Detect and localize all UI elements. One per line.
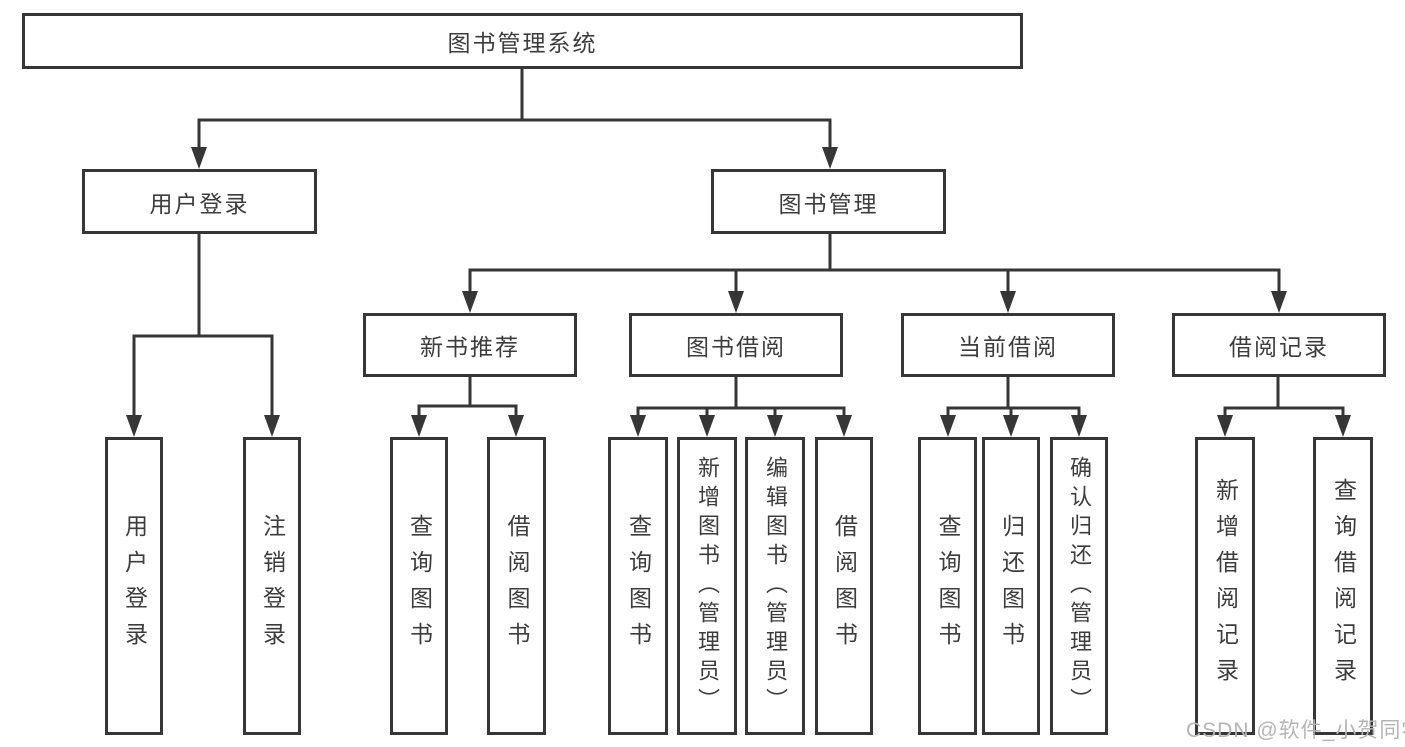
leaf-logout-label: 注销登录 bbox=[259, 514, 286, 658]
leaf-current-query-books-label: 查询图书 bbox=[935, 514, 961, 658]
leaf-newrec-query-books-label: 查询图书 bbox=[406, 514, 433, 658]
leaf-newrec-query-books: 查询图书 bbox=[390, 437, 448, 735]
node-book-borrow: 图书借阅 bbox=[629, 313, 843, 377]
leaf-borrow-add-books-admin: 新增图书（管理员） bbox=[677, 437, 737, 735]
leaf-logout: 注销登录 bbox=[243, 437, 301, 735]
leaf-records-add-record-label: 新增借阅记录 bbox=[1212, 478, 1239, 694]
leaf-current-return-books-label: 归还图书 bbox=[998, 514, 1025, 658]
csdn-watermark: CSDN @软件_小贺同学 bbox=[1186, 719, 1405, 742]
node-book-mgmt-branch-label: 图书管理 bbox=[778, 190, 879, 217]
leaf-borrow-edit-books-admin: 编辑图书（管理员） bbox=[745, 437, 805, 735]
node-root: 图书管理系统 bbox=[22, 13, 1023, 69]
leaf-current-return-books: 归还图书 bbox=[982, 437, 1040, 735]
node-user-login-branch: 用户登录 bbox=[82, 169, 317, 234]
arrowheads bbox=[126, 147, 1351, 437]
leaf-newrec-borrow-books: 借阅图书 bbox=[487, 437, 546, 735]
leaf-current-query-books: 查询图书 bbox=[918, 437, 977, 735]
node-new-book-rec-label: 新书推荐 bbox=[420, 334, 520, 360]
leaf-records-add-record: 新增借阅记录 bbox=[1195, 437, 1255, 735]
node-root-label: 图书管理系统 bbox=[447, 30, 598, 56]
connector-paths bbox=[132, 68, 1345, 416]
leaf-borrow-edit-books-admin-label: 编辑图书（管理员） bbox=[763, 455, 788, 717]
node-current-borrow: 当前借阅 bbox=[901, 313, 1115, 377]
leaf-borrow-query-books: 查询图书 bbox=[608, 437, 668, 735]
node-borrow-record: 借阅记录 bbox=[1172, 313, 1386, 377]
node-user-login-branch-label: 用户登录 bbox=[149, 190, 250, 217]
node-new-book-rec: 新书推荐 bbox=[363, 313, 577, 377]
leaf-current-confirm-return-admin: 确认归还（管理员） bbox=[1050, 437, 1108, 735]
node-book-mgmt-branch: 图书管理 bbox=[711, 169, 946, 234]
node-current-borrow-label: 当前借阅 bbox=[958, 334, 1058, 360]
leaf-records-query-record-label: 查询借阅记录 bbox=[1330, 478, 1357, 694]
leaf-borrow-borrow-books-label: 借阅图书 bbox=[831, 514, 858, 658]
leaf-borrow-query-books-label: 查询图书 bbox=[625, 514, 652, 658]
node-book-borrow-label: 图书借阅 bbox=[686, 334, 786, 360]
node-borrow-record-label: 借阅记录 bbox=[1229, 334, 1329, 360]
leaf-current-confirm-return-admin-label: 确认归还（管理员） bbox=[1067, 455, 1092, 717]
leaf-borrow-add-books-admin-label: 新增图书（管理员） bbox=[695, 455, 720, 717]
leaf-user-login-label: 用户登录 bbox=[121, 514, 148, 658]
leaf-newrec-borrow-books-label: 借阅图书 bbox=[504, 514, 530, 658]
leaf-user-login: 用户登录 bbox=[105, 437, 163, 735]
leaf-records-query-record: 查询借阅记录 bbox=[1313, 437, 1373, 735]
leaf-borrow-borrow-books: 借阅图书 bbox=[815, 437, 873, 735]
